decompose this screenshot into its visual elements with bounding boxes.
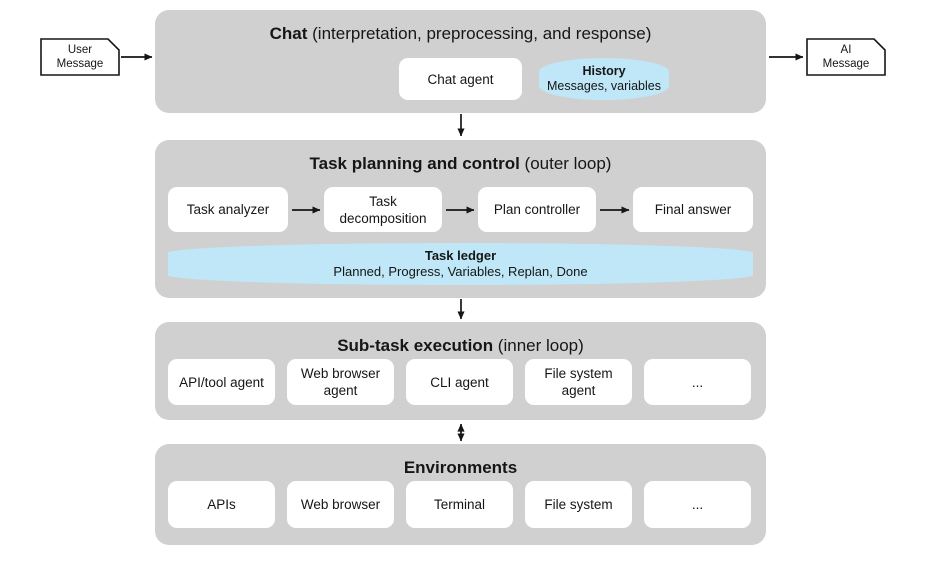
node-final-answer-label: Final answer (654, 202, 732, 217)
node-env-web-browser[interactable]: Web browser (287, 481, 394, 528)
note-shape-icon (40, 38, 120, 76)
node-plan-controller-label: Plan controller (493, 202, 581, 217)
store-history-subtitle: Messages, variables (547, 79, 661, 93)
note-shape-icon (806, 38, 886, 76)
store-task-ledger-title: Task ledger (424, 248, 497, 263)
node-cli-agent[interactable]: CLI agent (406, 359, 513, 405)
node-chat-agent[interactable]: Chat agent (399, 58, 522, 100)
panel-environments-title: Environments (155, 458, 766, 478)
ai-message-label: AI Message (823, 43, 870, 71)
node-plan-controller[interactable]: Plan controller (478, 187, 596, 232)
ai-message-line1: AI (840, 44, 852, 56)
user-message-line2: Message (56, 58, 104, 70)
panel-sub-task-execution-title-rest: (inner loop) (493, 336, 584, 355)
node-task-decomposition[interactable]: Task decomposition (324, 187, 442, 232)
store-task-ledger[interactable]: Task ledger Planned, Progress, Variables… (168, 243, 753, 285)
node-env-apis[interactable]: APIs (168, 481, 275, 528)
node-api-tool-agent-label: API/tool agent (179, 374, 264, 390)
user-message-label: User Message (57, 43, 104, 71)
node-task-decomposition-label: Task decomposition (339, 193, 427, 226)
panel-sub-task-execution-title: Sub-task execution (inner loop) (155, 336, 766, 356)
panel-chat-title-rest: (interpretation, preprocessing, and resp… (307, 24, 652, 43)
node-task-analyzer[interactable]: Task analyzer (168, 187, 288, 232)
user-message-note: User Message (40, 38, 120, 76)
node-env-file-system[interactable]: File system (525, 481, 632, 528)
node-cli-agent-label: CLI agent (430, 374, 489, 390)
store-history[interactable]: History Messages, variables (539, 58, 669, 100)
panel-sub-task-execution-title-bold: Sub-task execution (337, 336, 494, 355)
store-task-ledger-subtitle: Planned, Progress, Variables, Replan, Do… (333, 264, 588, 279)
node-chat-agent-label: Chat agent (427, 71, 494, 87)
user-message-line1: User (67, 44, 93, 56)
node-task-analyzer-label: Task analyzer (186, 202, 270, 217)
panel-environments-title-bold: Environments (403, 458, 518, 477)
panel-chat-title-bold: Chat (269, 24, 308, 43)
node-file-system-agent-label: File system agent (544, 366, 613, 398)
panel-task-planning-title-bold: Task planning and control (309, 154, 520, 173)
node-env-web-browser-label: Web browser (300, 497, 381, 512)
node-more-agents[interactable]: ... (644, 359, 751, 405)
node-api-tool-agent[interactable]: API/tool agent (168, 359, 275, 405)
ai-message-line2: Message (822, 58, 870, 70)
store-history-title: History (582, 64, 626, 78)
node-env-terminal-label: Terminal (433, 497, 485, 512)
node-file-system-agent[interactable]: File system agent (525, 359, 632, 405)
node-final-answer[interactable]: Final answer (633, 187, 753, 232)
node-env-terminal[interactable]: Terminal (406, 481, 513, 528)
node-env-more-label: ... (691, 497, 704, 512)
panel-chat-title: Chat (interpretation, preprocessing, and… (155, 24, 766, 44)
node-more-agents-label: ... (691, 374, 704, 390)
node-env-more[interactable]: ... (644, 481, 751, 528)
node-web-browser-agent[interactable]: Web browser agent (287, 359, 394, 405)
ai-message-note: AI Message (806, 38, 886, 76)
node-env-apis-label: APIs (207, 497, 236, 512)
node-web-browser-agent-label: Web browser agent (300, 366, 381, 398)
panel-task-planning-title: Task planning and control (outer loop) (155, 154, 766, 174)
node-env-file-system-label: File system (544, 497, 613, 512)
panel-task-planning-title-rest: (outer loop) (519, 154, 612, 173)
